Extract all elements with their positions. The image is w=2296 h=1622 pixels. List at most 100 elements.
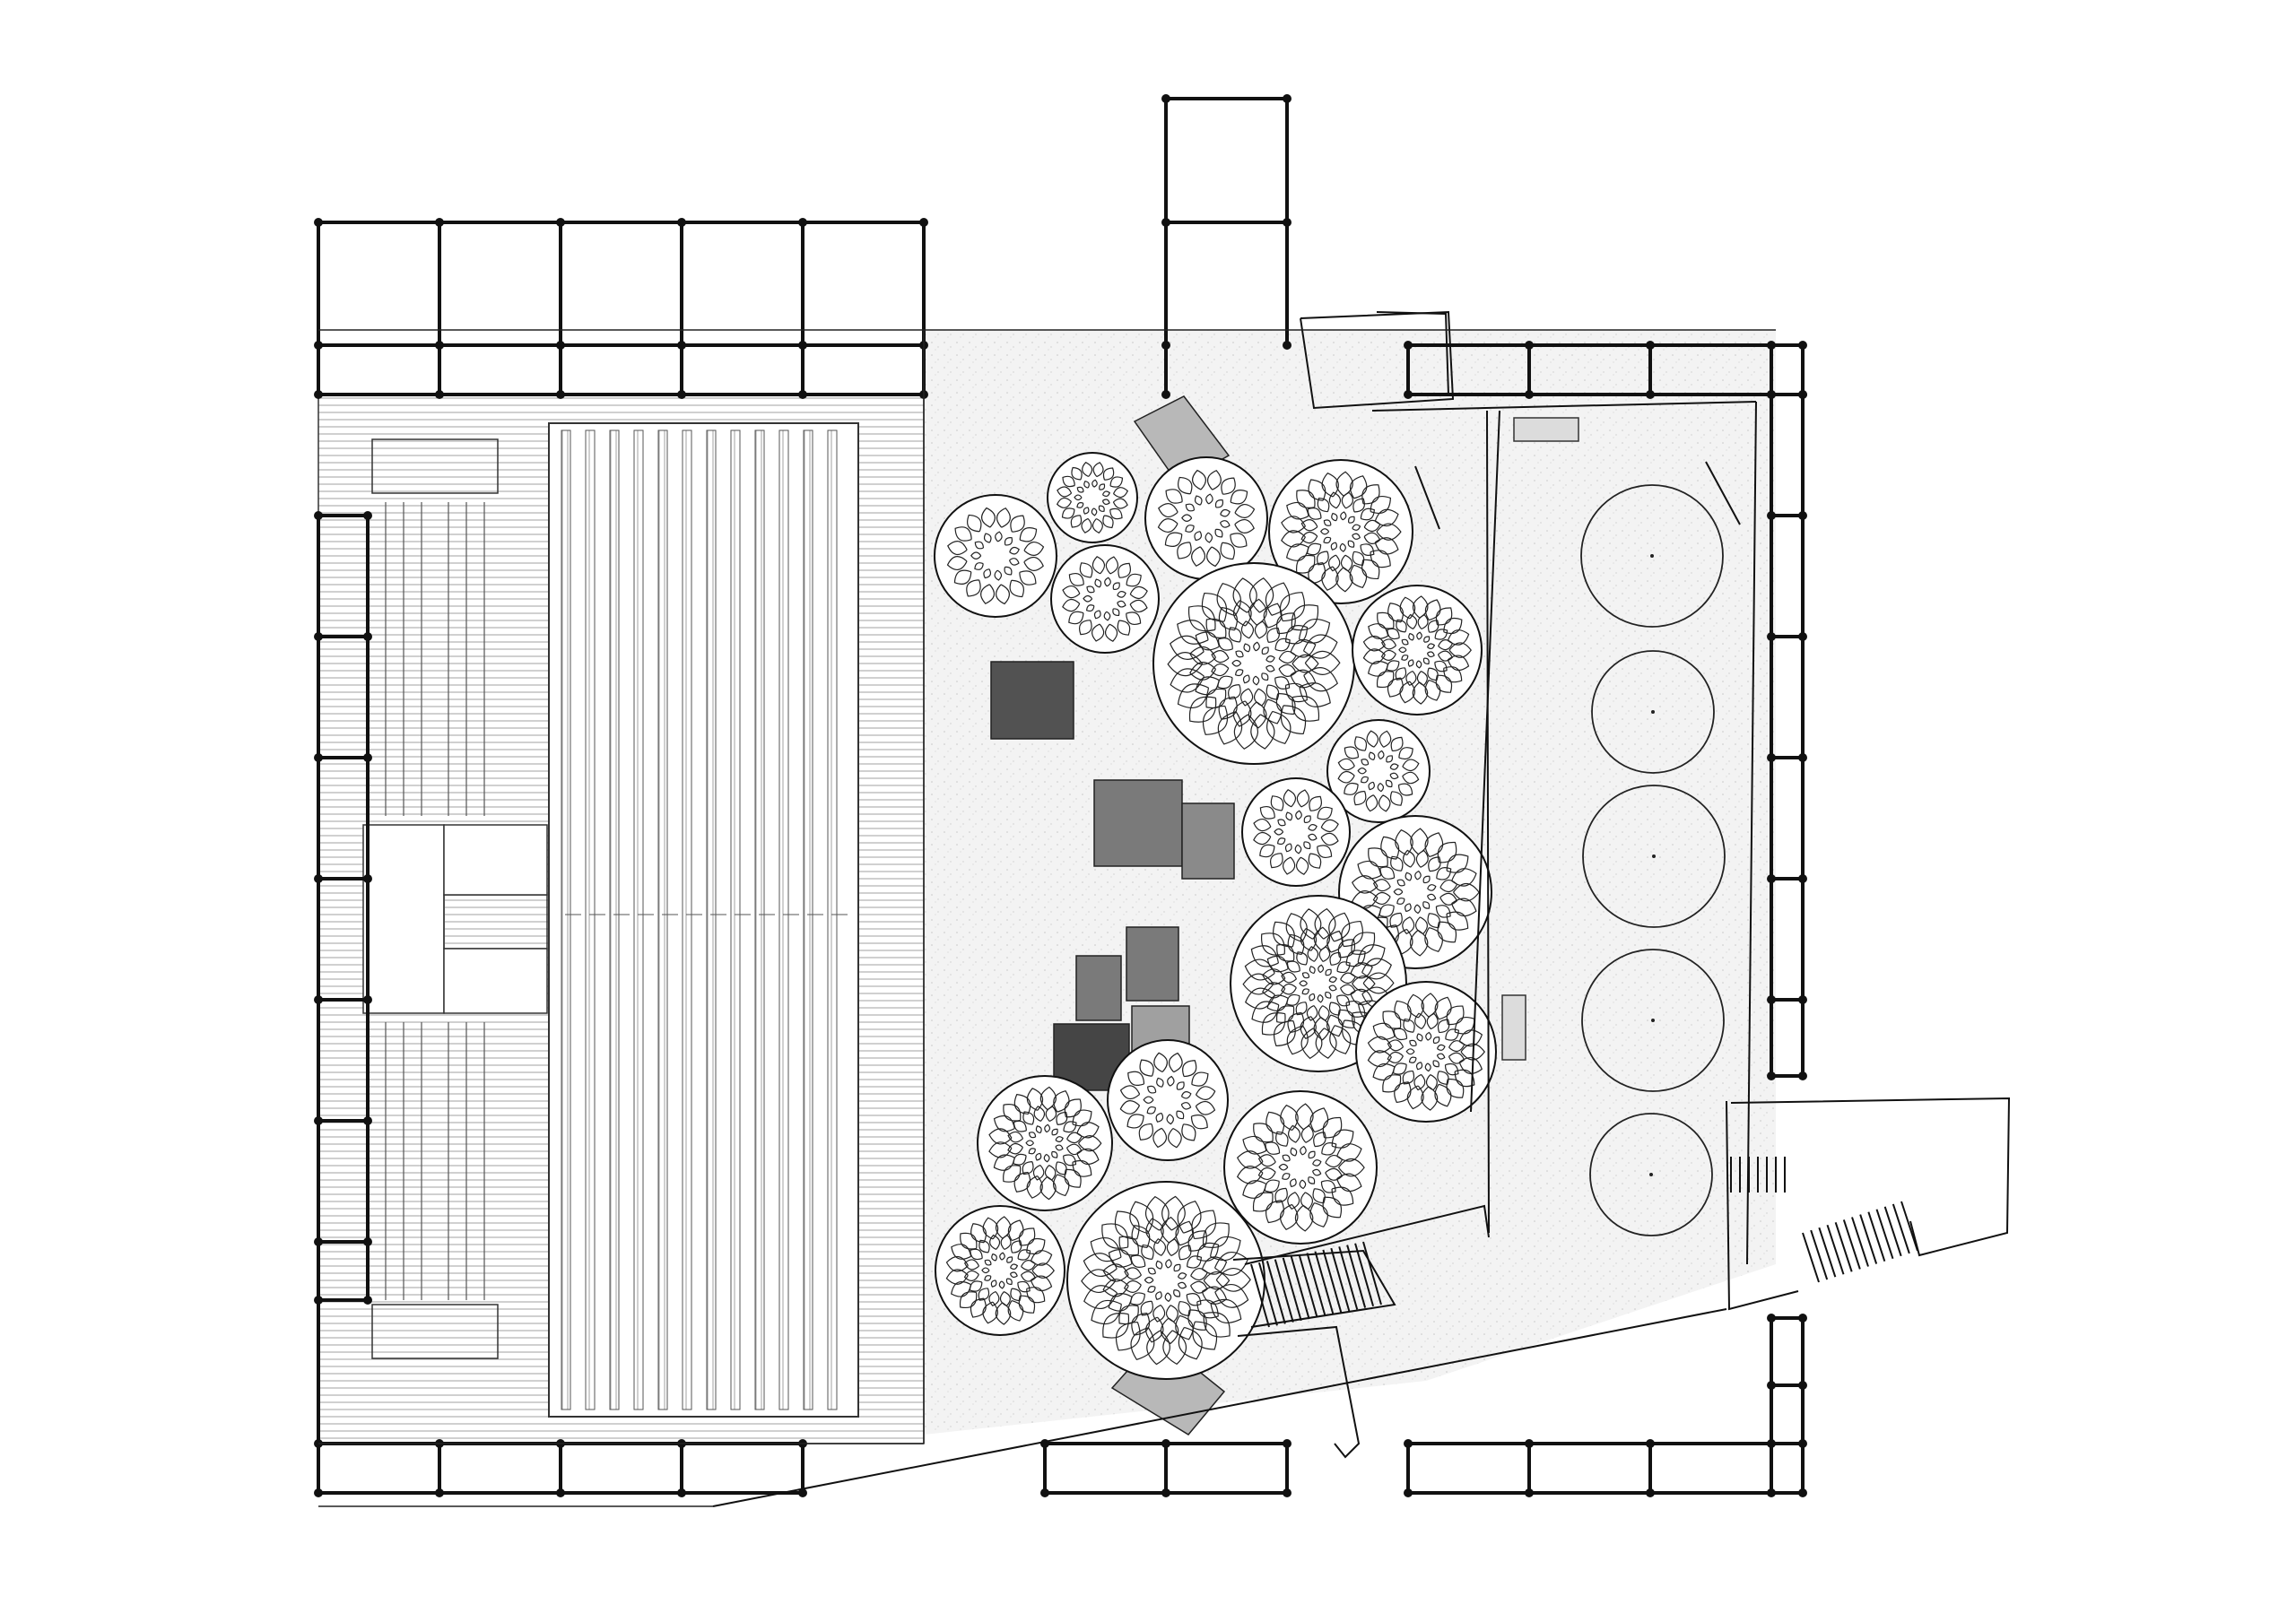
frame-post bbox=[556, 1488, 565, 1497]
frame-post bbox=[314, 511, 323, 520]
frame-post bbox=[1646, 1439, 1655, 1448]
tree-leaf bbox=[1341, 920, 1364, 948]
seating-row bbox=[561, 429, 571, 1410]
tree-leaf bbox=[1261, 646, 1269, 655]
tree-leaf bbox=[1240, 620, 1254, 639]
tree-leaf bbox=[1210, 1298, 1242, 1323]
tree-leaf bbox=[1308, 833, 1318, 841]
tree-leaf bbox=[981, 1267, 990, 1274]
tree-leaf bbox=[1164, 1292, 1172, 1303]
tree-leaf bbox=[1261, 932, 1285, 956]
stair-tread bbox=[1883, 1206, 1902, 1257]
tree bbox=[1268, 459, 1413, 604]
tree-leaf bbox=[1140, 1300, 1153, 1316]
tree-leaf bbox=[1210, 1236, 1241, 1262]
tree-leaf bbox=[1328, 491, 1342, 509]
tree-leaf bbox=[1300, 531, 1318, 544]
tree-leaf bbox=[1202, 1222, 1230, 1248]
tree-leaf bbox=[1408, 632, 1414, 641]
tree bbox=[934, 494, 1057, 618]
tree-leaf bbox=[1405, 1048, 1415, 1055]
tree-leaf bbox=[1257, 1167, 1276, 1180]
tree-leaf bbox=[1408, 1056, 1417, 1063]
tree-leaf bbox=[1207, 470, 1222, 490]
tree-leaf bbox=[1378, 904, 1395, 917]
tree-leaf bbox=[1432, 1037, 1440, 1044]
tree-leaf bbox=[1315, 1028, 1337, 1059]
frame-post bbox=[1767, 874, 1776, 883]
tree-leaf bbox=[1276, 837, 1286, 846]
tree-leaf bbox=[1283, 789, 1296, 808]
tree-canopy bbox=[1144, 456, 1268, 580]
tree-leaf bbox=[1022, 1161, 1034, 1175]
tree-leaf bbox=[1234, 504, 1256, 518]
frame-post bbox=[1404, 1439, 1413, 1448]
tree-leaf bbox=[1007, 1142, 1023, 1155]
tree-leaf bbox=[1062, 599, 1081, 612]
tree-leaf bbox=[1387, 1051, 1404, 1063]
frame-post bbox=[314, 390, 323, 399]
tree bbox=[1050, 544, 1160, 654]
frame-post bbox=[1798, 1071, 1807, 1080]
tree-leaf bbox=[1446, 911, 1469, 931]
frame-post bbox=[314, 874, 323, 883]
frame-post bbox=[435, 218, 444, 227]
tree-leaf bbox=[1317, 498, 1330, 513]
tree-leaf bbox=[1281, 971, 1298, 984]
tree-leaf bbox=[1112, 498, 1128, 509]
tree-leaf bbox=[1105, 623, 1118, 642]
tree-leaf bbox=[1189, 1280, 1208, 1294]
tree-leaf bbox=[1191, 1210, 1217, 1240]
tree-leaf bbox=[1244, 958, 1275, 981]
tree-leaf bbox=[1074, 494, 1083, 501]
frame-post bbox=[314, 632, 323, 641]
tree-leaf bbox=[1062, 585, 1081, 599]
tree-leaf bbox=[1393, 1028, 1408, 1041]
tree-leaf bbox=[1078, 620, 1092, 636]
tree-leaf bbox=[1232, 577, 1257, 613]
tree-leaf bbox=[1130, 1327, 1155, 1361]
tree-leaf bbox=[1386, 660, 1400, 672]
stair-tread bbox=[1826, 1224, 1845, 1275]
tree-leaf bbox=[1415, 849, 1429, 868]
tree-leaf bbox=[1409, 1039, 1417, 1047]
tree-leaf bbox=[1071, 466, 1083, 481]
tree-leaf bbox=[1294, 844, 1302, 854]
frame-post bbox=[1798, 632, 1807, 641]
tree-leaf bbox=[1117, 590, 1126, 598]
tree-leaf bbox=[1414, 870, 1422, 880]
frame-post bbox=[1404, 1488, 1413, 1497]
tree-leaf bbox=[1119, 1085, 1141, 1100]
tree-leaf bbox=[1153, 1052, 1168, 1073]
tree-leaf bbox=[1312, 1159, 1322, 1167]
tree-leaf bbox=[1316, 551, 1329, 566]
tree-leaf bbox=[1231, 659, 1242, 667]
tree bbox=[1107, 1039, 1229, 1161]
tree-leaf bbox=[1180, 1102, 1192, 1110]
frame-post bbox=[1798, 1381, 1807, 1390]
tree-leaf bbox=[1162, 1330, 1187, 1366]
tree-leaf bbox=[1273, 1019, 1296, 1047]
tree-leaf bbox=[1245, 987, 1275, 1010]
tree-leaf bbox=[1352, 524, 1361, 531]
tree-leaf bbox=[1094, 578, 1102, 588]
tree-leaf bbox=[1155, 1291, 1162, 1300]
pad-center bbox=[1652, 854, 1656, 858]
frame-post bbox=[314, 341, 323, 350]
tree-leaf bbox=[1155, 1260, 1163, 1270]
tree-leaf bbox=[1405, 872, 1413, 881]
tree-leaf bbox=[1317, 993, 1324, 1003]
tree-leaf bbox=[1296, 951, 1309, 966]
tree-leaf bbox=[1177, 1272, 1187, 1279]
tree-leaf bbox=[1219, 520, 1231, 528]
tree-leaf bbox=[1098, 505, 1105, 512]
tree-leaf bbox=[1138, 1123, 1153, 1141]
tree-leaf bbox=[1329, 951, 1342, 966]
tree-leaf bbox=[1127, 1071, 1145, 1086]
tree-leaf bbox=[1102, 467, 1115, 481]
tree-leaf bbox=[1422, 657, 1430, 664]
tree-leaf bbox=[1445, 1028, 1460, 1041]
frame-post bbox=[1161, 94, 1170, 103]
tree-leaf bbox=[1401, 655, 1409, 661]
tree-leaf bbox=[1292, 695, 1319, 722]
